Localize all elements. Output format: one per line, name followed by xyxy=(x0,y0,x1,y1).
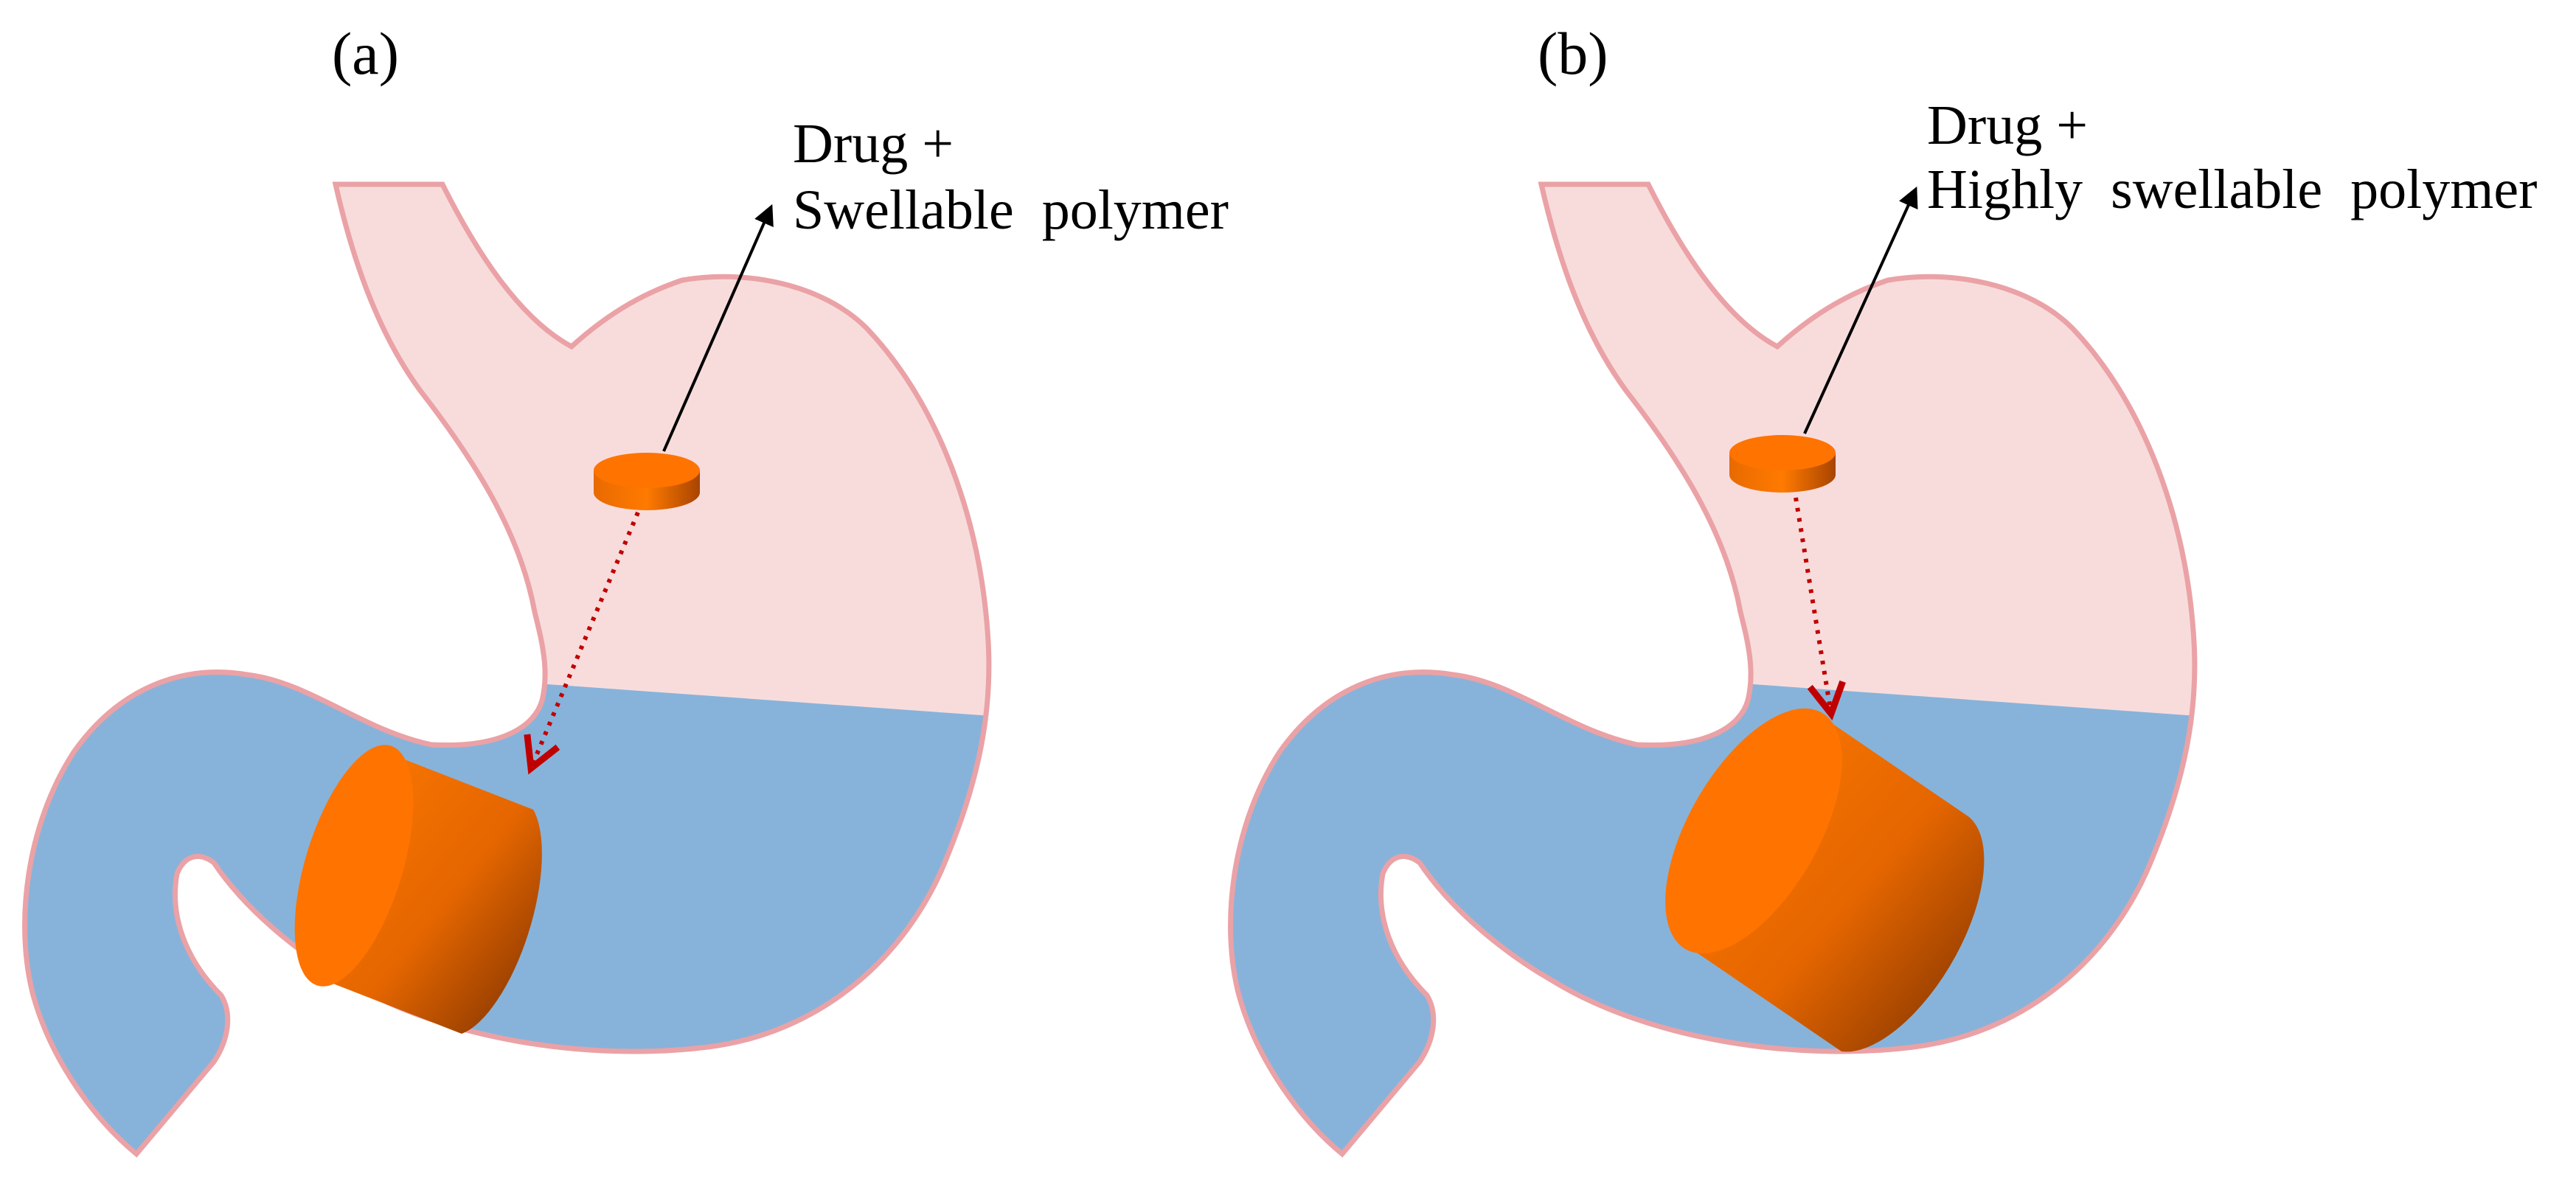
callout-line-1: Drug + xyxy=(793,113,954,175)
callout-line-1: Drug + xyxy=(1927,94,2088,156)
tablet-disc xyxy=(1729,435,1836,493)
panel-b: (b) Drug + Highly swellable polymer xyxy=(1206,20,2537,1193)
callout-line-2: Highly swellable polymer xyxy=(1927,159,2537,220)
callout-line-2: Swellable polymer xyxy=(793,179,1229,241)
swollen-tablet-cylinder xyxy=(1665,708,1985,1052)
cylinder-face xyxy=(294,745,414,987)
panel-label: (a) xyxy=(332,20,399,87)
swollen-tablet-cylinder xyxy=(294,745,542,1034)
callout-arrow xyxy=(662,204,774,452)
callout-arrow xyxy=(1803,186,1918,434)
stomach xyxy=(0,184,1032,1193)
cylinder-face xyxy=(1665,708,1842,954)
panel-a: (a) Drug + Swellable polymer xyxy=(0,20,1229,1193)
stomach xyxy=(1206,184,2238,1193)
panel-label: (b) xyxy=(1538,20,1608,87)
tablet-disc xyxy=(594,453,700,510)
